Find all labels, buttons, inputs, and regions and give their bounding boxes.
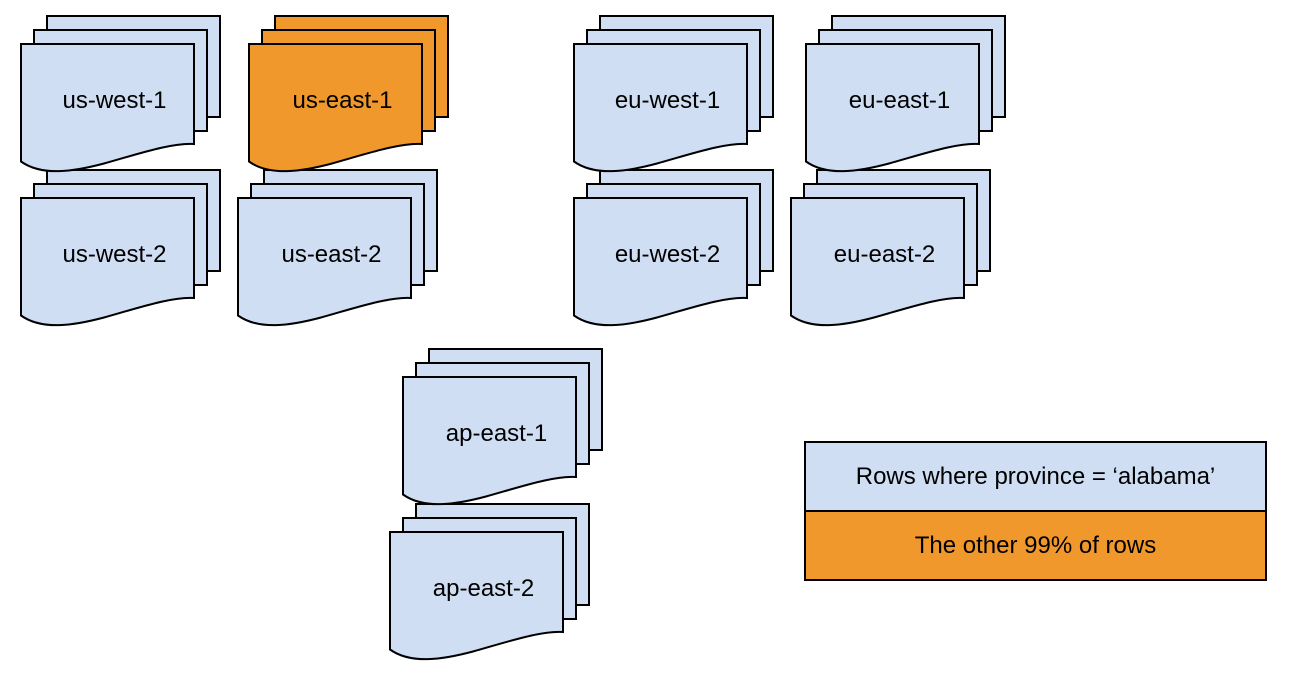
document-shape-icon bbox=[790, 197, 965, 329]
document-shape-icon bbox=[805, 43, 980, 175]
document-shape-icon bbox=[402, 376, 577, 508]
region-label: eu-east-2 bbox=[833, 241, 936, 268]
region-stack-us-east-1: us-east-1 bbox=[248, 15, 449, 175]
document-shape-icon bbox=[20, 43, 195, 175]
region-stack-us-west-2: us-west-2 bbox=[20, 169, 221, 329]
legend-label: The other 99% of rows bbox=[914, 531, 1157, 559]
region-label: ap-east-2 bbox=[432, 575, 535, 602]
document-shape-icon bbox=[20, 197, 195, 329]
legend-row-default: Rows where province = ‘alabama’ bbox=[804, 441, 1267, 512]
region-label: us-east-2 bbox=[281, 241, 382, 268]
legend-label: Rows where province = ‘alabama’ bbox=[855, 462, 1216, 490]
region-label: us-east-1 bbox=[292, 87, 393, 114]
document-shape-icon bbox=[573, 43, 748, 175]
region-label: eu-west-2 bbox=[614, 241, 721, 268]
region-label: eu-east-1 bbox=[848, 87, 951, 114]
region-stack-eu-west-1: eu-west-1 bbox=[573, 15, 774, 175]
legend-row-highlight: The other 99% of rows bbox=[804, 510, 1267, 581]
region-stack-eu-east-1: eu-east-1 bbox=[805, 15, 1006, 175]
region-stack-eu-east-2: eu-east-2 bbox=[790, 169, 991, 329]
document-shape-icon bbox=[248, 43, 423, 175]
region-label: ap-east-1 bbox=[445, 420, 548, 447]
region-label: eu-west-1 bbox=[614, 87, 721, 114]
document-shape-icon bbox=[237, 197, 412, 329]
region-stack-us-east-2: us-east-2 bbox=[237, 169, 438, 329]
region-stack-us-west-1: us-west-1 bbox=[20, 15, 221, 175]
region-stack-ap-east-1: ap-east-1 bbox=[402, 348, 603, 508]
document-shape-icon bbox=[573, 197, 748, 329]
region-stack-eu-west-2: eu-west-2 bbox=[573, 169, 774, 329]
region-stack-ap-east-2: ap-east-2 bbox=[389, 503, 590, 663]
region-label: us-west-2 bbox=[62, 241, 167, 268]
region-label: us-west-1 bbox=[62, 87, 167, 114]
legend: Rows where province = ‘alabama’ The othe… bbox=[804, 441, 1267, 581]
document-shape-icon bbox=[389, 531, 564, 663]
